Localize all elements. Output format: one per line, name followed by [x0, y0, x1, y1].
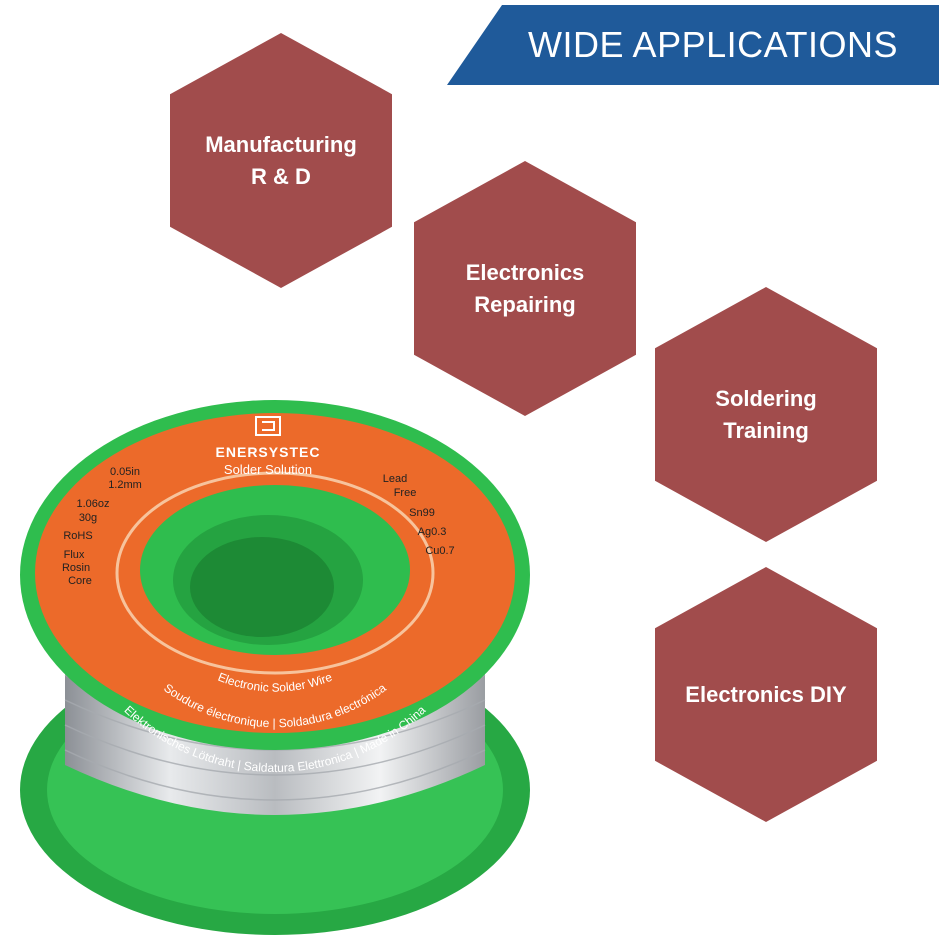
spool-alloy-ag: Ag0.3 — [418, 526, 447, 538]
hexagon-label-line: Manufacturing — [205, 131, 357, 157]
hexagon-electronics-repairing: Electronics Repairing — [414, 161, 636, 416]
hexagon-electronics-diy: Electronics DIY — [655, 567, 877, 822]
hexagon-label-line: R & D — [251, 163, 311, 189]
spool-weight-g: 30g — [79, 512, 97, 524]
spool-rohs: RoHS — [63, 530, 92, 542]
spool-lead-2: Free — [394, 487, 417, 499]
hexagon-label-line: Electronics DIY — [685, 681, 847, 707]
spool-alloy-sn: Sn99 — [409, 507, 435, 519]
spool-flux-3: Core — [68, 575, 92, 587]
hexagon-label-line: Soldering — [715, 385, 817, 411]
hexagon-soldering-training: Soldering Training — [655, 287, 877, 542]
spool-alloy-cu: Cu0.7 — [425, 545, 454, 557]
enersystec-logo-icon — [255, 416, 281, 436]
spool-diameter-in: 0.05in — [110, 466, 140, 478]
wide-applications-banner: WIDE APPLICATIONS — [447, 5, 939, 85]
spool-weight-oz: 1.06oz — [76, 498, 109, 510]
hexagon-label-line: Training — [723, 417, 809, 443]
hexagon-label-line: Repairing — [474, 291, 576, 317]
hexagon-label-line: Electronics — [465, 259, 585, 285]
spool-flux-1: Flux — [64, 549, 85, 561]
spool-tagline: Solder Solution — [224, 462, 312, 477]
spool-brand: ENERSYSTEC — [216, 444, 321, 460]
banner-title: WIDE APPLICATIONS — [528, 24, 898, 65]
spool-diameter-mm: 1.2mm — [108, 479, 142, 491]
solder-spool-image: ENERSYSTEC Solder Solution 0.05in 1.2mm … — [0, 395, 560, 940]
spool-lead-1: Lead — [383, 473, 407, 485]
spool-flux-2: Rosin — [62, 562, 90, 574]
hexagon-manufacturing: Manufacturing R & D — [170, 33, 392, 288]
